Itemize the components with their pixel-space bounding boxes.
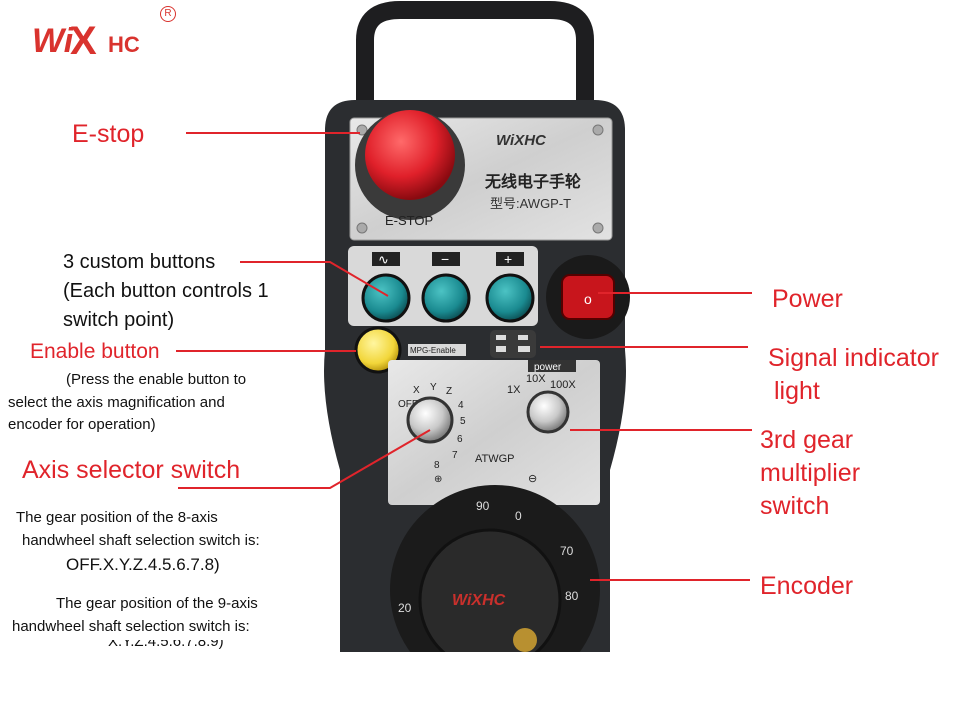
- gear9-line2: handwheel shaft selection switch is:: [12, 617, 250, 635]
- axis-7: 7: [452, 450, 458, 461]
- wheel-logo: WiXHC: [452, 592, 506, 609]
- gear8-line3: OFF.X.Y.Z.4.5.6.7.8): [66, 555, 220, 574]
- axis-selector-knob[interactable]: [406, 396, 454, 444]
- custom-btn-plus-label: +: [504, 251, 512, 267]
- custom-button-2[interactable]: [421, 273, 471, 323]
- power-switch[interactable]: [561, 274, 615, 320]
- callout-gear8-note: The gear position of the 8-axis handwhee…: [16, 507, 260, 578]
- enable-label: MPG-Enable: [410, 346, 456, 355]
- gear3-line3: switch: [760, 492, 830, 520]
- power-switch-label: o: [584, 291, 592, 307]
- registered-mark-icon: R: [160, 6, 176, 22]
- dial-num-3: 80: [565, 589, 579, 603]
- custom-button-1[interactable]: [361, 273, 411, 323]
- dial-num-0: 90: [476, 499, 490, 513]
- dial-num-1: 0: [515, 509, 522, 523]
- signal-line1: Signal indicator: [768, 344, 939, 372]
- callout-custom-buttons: 3 custom buttons (Each button controls 1…: [63, 248, 269, 335]
- dial-num-4: 20: [398, 601, 412, 615]
- encoder-wheel[interactable]: [418, 528, 562, 652]
- multiplier-1x: 1X: [507, 384, 521, 396]
- multiplier-switch[interactable]: [526, 390, 570, 434]
- device-model-short: ATWGP: [475, 453, 515, 465]
- gear9-line3-clip: X.Y.Z.4.5.6.7.8.9): [0, 640, 400, 650]
- custom-btn-minus-label: −: [441, 251, 449, 267]
- axis-plus: ⊕: [434, 474, 442, 485]
- callout-custom-buttons-line1: 3 custom buttons: [63, 251, 216, 273]
- enable-note-line1: (Press the enable button to: [66, 371, 247, 388]
- custom-btn-wave-label: ∿: [378, 252, 389, 267]
- callout-encoder: Encoder: [760, 572, 854, 600]
- logo-wi: Wi: [32, 22, 75, 60]
- multiplier-10x: 10X: [526, 373, 546, 385]
- logo-x: X: [70, 19, 97, 62]
- gear3-line2: multiplier: [760, 459, 861, 487]
- plate-logo: WiXHC: [496, 132, 547, 149]
- axis-8: 8: [434, 460, 440, 471]
- axis-4: 4: [458, 400, 464, 411]
- multiplier-100x: 100X: [550, 379, 576, 391]
- plate-title: 无线电子手轮: [484, 172, 581, 191]
- axis-5: 5: [460, 416, 466, 427]
- estop-text: E-STOP: [385, 213, 433, 228]
- callout-power: Power: [772, 285, 843, 313]
- axis-z: Z: [446, 386, 452, 397]
- callout-axis-selector: Axis selector switch: [22, 456, 241, 484]
- axis-6: 6: [457, 434, 463, 445]
- power-text: power: [534, 362, 562, 373]
- gear8-line2: handwheel shaft selection switch is:: [22, 531, 260, 549]
- callout-estop: E-stop: [72, 120, 145, 148]
- callout-enable-note: (Press the enable button to select the a…: [8, 369, 246, 437]
- gear9-line3: X.Y.Z.4.5.6.7.8.9): [108, 640, 224, 650]
- plate-model: 型号:AWGP-T: [490, 196, 571, 211]
- callout-custom-buttons-line3: switch point): [63, 309, 175, 331]
- custom-button-3[interactable]: [485, 273, 535, 323]
- gear3-line1: 3rd gear: [760, 426, 854, 454]
- minus-symbol: ⊖: [528, 473, 537, 485]
- signal-line2: light: [774, 377, 820, 405]
- device-handle: [356, 1, 594, 105]
- callout-enable-button: Enable button: [30, 340, 160, 363]
- brand-logo: Wi X HC: [30, 12, 165, 63]
- gear9-line1: The gear position of the 9-axis: [56, 595, 258, 612]
- callout-gear3: 3rd gear multiplier switch: [760, 424, 860, 523]
- callout-gear9-note: The gear position of the 9-axis handwhee…: [12, 593, 258, 638]
- axis-off: OFF: [398, 399, 418, 410]
- enable-note-line2: select the axis magnification and: [8, 393, 225, 411]
- handwheel-device: E-STOP WiXHC 无线电子手轮 型号:AWGP-T ∿ − + o MP…: [300, 0, 650, 652]
- gear8-line1: The gear position of the 8-axis: [16, 509, 218, 526]
- callout-signal: Signal indicator light: [768, 342, 939, 408]
- axis-x: X: [413, 385, 420, 396]
- estop-button[interactable]: [365, 110, 455, 200]
- axis-y: Y: [430, 382, 437, 393]
- enable-note-line3: encoder for operation): [8, 416, 156, 433]
- logo-hc: HC: [108, 32, 140, 57]
- callout-custom-buttons-line2: (Each button controls 1: [63, 280, 269, 302]
- dial-num-2: 70: [560, 544, 574, 558]
